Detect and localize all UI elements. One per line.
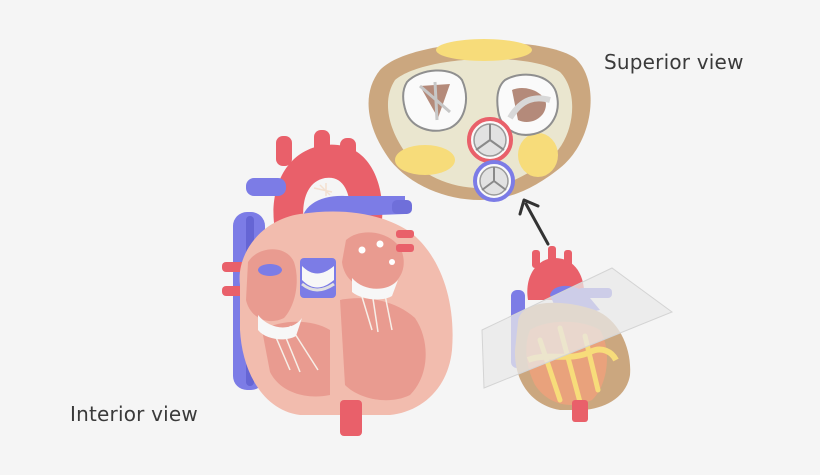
superior-view-illustration [368, 39, 591, 202]
arrow-up-left-icon [518, 198, 550, 246]
tricuspid-leaflet [258, 315, 302, 340]
superior-view-label: Superior view [604, 50, 744, 74]
right-atrium [246, 249, 297, 322]
left-atrium [342, 232, 404, 291]
interior-view-illustration [222, 130, 453, 436]
fat-pad-top [436, 39, 532, 61]
right-ventricle [262, 321, 330, 397]
tricuspid-valve [402, 69, 467, 132]
mitral-valve [496, 73, 559, 136]
cutting-plane [481, 267, 674, 389]
fat-pad-left [395, 145, 455, 175]
small-heart-illustration [481, 246, 674, 422]
left-ventricle [340, 298, 426, 401]
pulmonary-valve [473, 160, 515, 202]
fat-pad-right [518, 133, 558, 177]
descending-aorta [340, 400, 362, 436]
aortic-valve [467, 117, 513, 163]
mitral-leaflet [352, 278, 398, 300]
interior-view-label: Interior view [70, 402, 198, 426]
